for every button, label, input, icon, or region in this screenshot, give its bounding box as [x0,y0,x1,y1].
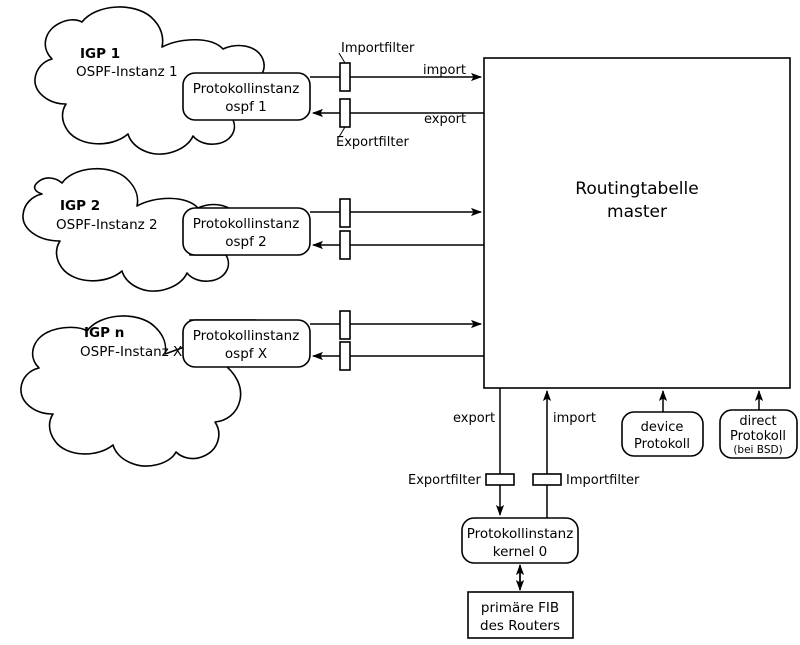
cloud-igp1: IGP 1 OSPF-Instanz 1 [34,6,265,155]
cloud-igp2: IGP 2 OSPF-Instanz 2 [22,167,235,292]
cloud-igp2-title: IGP 2 [60,198,100,214]
flow-label-import-kernel: import [553,411,596,426]
flow-label-export-kernel: export [453,411,495,426]
importfilter-ospf1[interactable] [339,62,351,92]
routing-table-line1: Routingtabelle [575,179,698,199]
device-protokoll-line1: device [641,420,684,435]
protocol-instance-ospf2-line1: Protokollinstanz [193,216,300,232]
device-protokoll-line2: Protokoll [634,437,690,452]
exportfilter-ospf1[interactable] [339,98,351,128]
primary-fib-line2: des Routers [480,618,560,634]
importfilter-ospf2[interactable] [339,198,351,228]
protocol-instance-kernel0-line2: kernel 0 [493,544,547,560]
protocol-instance-kernel0-box [461,517,579,564]
leader-importfilter-ospf1 [338,52,346,64]
direct-protokoll-line3: (bei BSD) [733,444,782,456]
bottom-importfilter[interactable] [532,473,562,486]
importfilter-label-ospf1: Importfilter [341,41,415,56]
bottom-importfilter-label: Importfilter [566,473,640,488]
cloud-igp1-title: IGP 1 [80,46,120,62]
direct-protokoll-line1: direct [739,414,776,429]
routing-table-master-box [483,57,791,389]
protocol-instance-ospf2-line2: ospf 2 [225,234,267,250]
cloud-igpn-subtitle: OSPF-Instanz X [80,344,182,360]
protocol-instance-kernel0-line1: Protokollinstanz [467,526,574,542]
bottom-exportfilter-label: Exportfilter [408,473,481,488]
exportfilter-label-ospf1: Exportfilter [336,135,409,150]
protocol-instance-ospf1-line1: Protokollinstanz [193,81,300,97]
leader-exportfilter-ospf1 [338,126,346,138]
protocol-instance-ospfX-line2: ospf X [225,346,267,362]
primary-fib-box [467,591,574,639]
protocol-instance-ospf1-box [182,72,311,121]
protocol-instance-ospf2-box [182,207,311,256]
flow-label-export-ospf1: export [424,112,466,127]
cloud-igp1-outline [34,6,265,155]
direct-protokoll-line2: Protokoll [730,429,786,444]
protocol-instance-ospf1-line2: ospf 1 [225,99,267,115]
routing-table-line2: master [607,202,667,222]
protocol-instance-ospfX-box [182,319,311,368]
primary-fib-line1: primäre FIB [481,600,559,616]
cloud-igpn-title: IGP n [84,325,124,341]
cloud-igp2-outline [22,167,235,292]
direct-protokoll-box [719,409,798,459]
exportfilter-ospf2[interactable] [339,230,351,260]
device-protokoll-box [621,411,704,457]
protocol-instance-ospfX-line1: Protokollinstanz [193,328,300,344]
flow-label-import-ospf1: import [423,63,466,78]
cloud-igp2-subtitle: OSPF-Instanz 2 [56,217,158,233]
importfilter-ospfX[interactable] [339,310,351,340]
bottom-exportfilter[interactable] [485,473,515,486]
cloud-igp1-subtitle: OSPF-Instanz 1 [76,64,178,80]
exportfilter-ospfX[interactable] [339,341,351,371]
